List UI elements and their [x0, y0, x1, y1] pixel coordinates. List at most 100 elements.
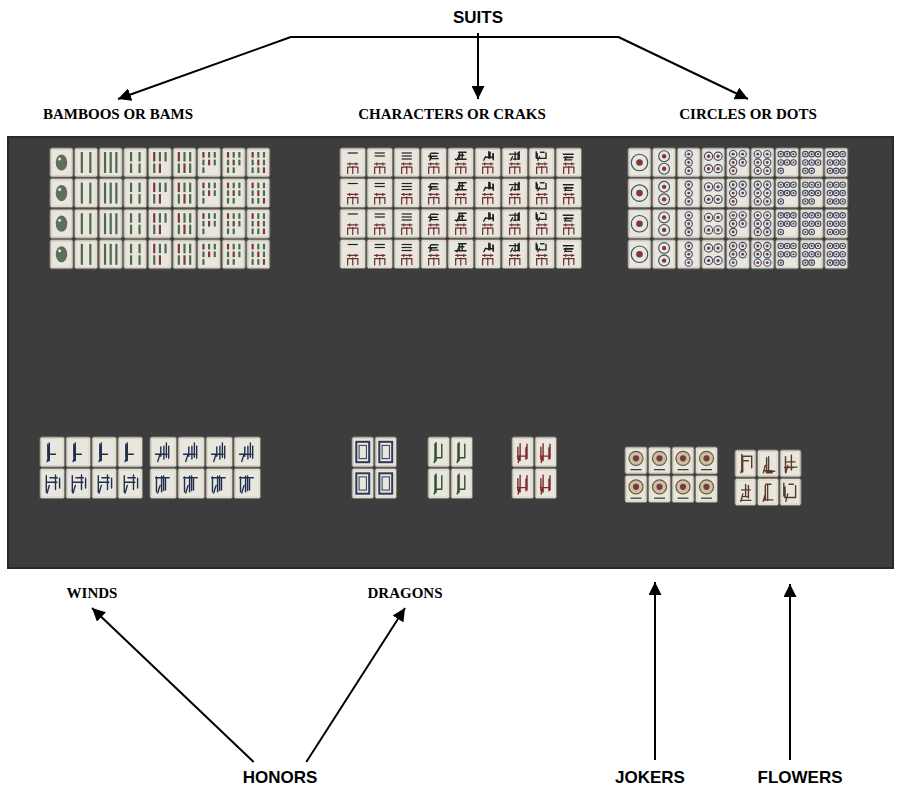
tile-marking	[716, 155, 719, 158]
mahjong-tile	[178, 437, 205, 467]
tile-marking	[510, 152, 520, 161]
tile-marking	[208, 160, 210, 166]
tile-bevel	[101, 150, 121, 176]
tile-face	[800, 148, 823, 177]
tile-marking	[536, 224, 547, 236]
tile-marking	[130, 213, 132, 223]
tile-bevel	[753, 150, 773, 176]
tile-face	[556, 179, 582, 208]
tile-marking	[791, 243, 797, 249]
mahjong-tile	[428, 469, 450, 499]
tile-bevel	[504, 241, 527, 267]
tile-face	[696, 476, 718, 503]
tile-marking	[257, 183, 259, 189]
mahjong-tile	[556, 148, 582, 177]
tile-marking	[164, 244, 166, 254]
tile-marking	[159, 244, 161, 254]
tile-marking	[766, 222, 769, 225]
tile-bevel	[199, 180, 219, 206]
tile-marking	[138, 255, 140, 264]
tile-marking	[202, 213, 204, 219]
tile-marking	[780, 262, 782, 264]
tile-marking	[741, 153, 744, 156]
tile-bevel	[396, 211, 419, 237]
tile-face	[475, 240, 501, 269]
tile-face	[702, 240, 725, 269]
tile-marking	[659, 194, 670, 205]
tile-face	[148, 179, 171, 208]
tile-marking	[517, 475, 527, 494]
tile-marking	[89, 244, 91, 265]
tile-face	[448, 209, 474, 238]
mahjong-tile	[475, 240, 501, 269]
tile-marking	[214, 190, 216, 196]
tile-bevel	[627, 477, 646, 501]
tile-face	[672, 476, 694, 503]
tile-marking	[829, 223, 831, 225]
mahjong-tile	[234, 437, 261, 467]
mahjong-tile	[628, 209, 651, 238]
tile-bevel	[514, 470, 533, 497]
tile-marking	[178, 213, 180, 223]
tile-marking	[834, 213, 840, 219]
category-label: BAMBOOS OR BAMS	[39, 104, 197, 125]
tile-bevel	[120, 439, 142, 466]
mahjong-tile	[173, 148, 196, 177]
tile-bevel	[224, 150, 244, 176]
tile-marking	[804, 184, 806, 186]
tile-marking	[359, 477, 366, 490]
tile-marking	[457, 443, 465, 463]
tile-face	[198, 148, 221, 177]
mahjong-tile	[173, 179, 196, 208]
tile-marking	[803, 221, 809, 227]
tile-marking	[784, 151, 790, 157]
tile-face	[625, 476, 647, 503]
tile-marking	[732, 200, 735, 203]
tile-marking	[510, 243, 520, 252]
mahjong-tile	[66, 437, 91, 467]
tile-marking	[827, 243, 833, 249]
tile-marking	[827, 213, 833, 219]
tile-marking	[659, 243, 670, 254]
mahjong-tile	[222, 240, 245, 269]
tile-face	[150, 469, 177, 499]
tile-marking	[130, 225, 132, 235]
mahjong-tile	[206, 469, 233, 499]
tile-marking	[732, 261, 735, 264]
tile-marking	[633, 455, 639, 461]
tile-bevel	[369, 150, 392, 176]
tile-face	[556, 240, 582, 269]
tile-marking	[756, 169, 759, 172]
tile-marking	[347, 224, 358, 236]
tile-marking	[815, 221, 821, 227]
tile-marking	[835, 231, 837, 233]
tile-marking	[730, 198, 737, 205]
tile-face	[340, 179, 366, 208]
mahjong-tile	[421, 209, 447, 238]
tile-marking	[829, 153, 831, 155]
tile-marking	[835, 214, 837, 216]
tile-bevel	[654, 150, 674, 176]
tile-marking	[756, 261, 759, 264]
tile-marking	[730, 159, 737, 166]
tile-face	[696, 447, 718, 474]
tile-marking	[375, 247, 385, 248]
tile-marking	[703, 484, 709, 490]
mahjong-tile	[475, 179, 501, 208]
mahjong-tile	[173, 209, 196, 238]
tile-marking	[252, 183, 254, 189]
tile-marking	[178, 244, 180, 254]
tile-marking	[766, 245, 769, 248]
tile-marking	[263, 152, 265, 158]
tile-bevel	[377, 439, 396, 466]
tile-face	[677, 240, 700, 269]
tile-marking	[56, 246, 68, 262]
tile-bevel	[236, 470, 260, 497]
tile-marking	[840, 229, 846, 235]
tile-marking	[189, 213, 191, 223]
tile-marking	[716, 246, 719, 249]
mahjong-tile	[50, 240, 73, 269]
tile-marking	[58, 158, 61, 161]
tile-marking	[482, 163, 493, 175]
tile-marking	[238, 251, 240, 257]
